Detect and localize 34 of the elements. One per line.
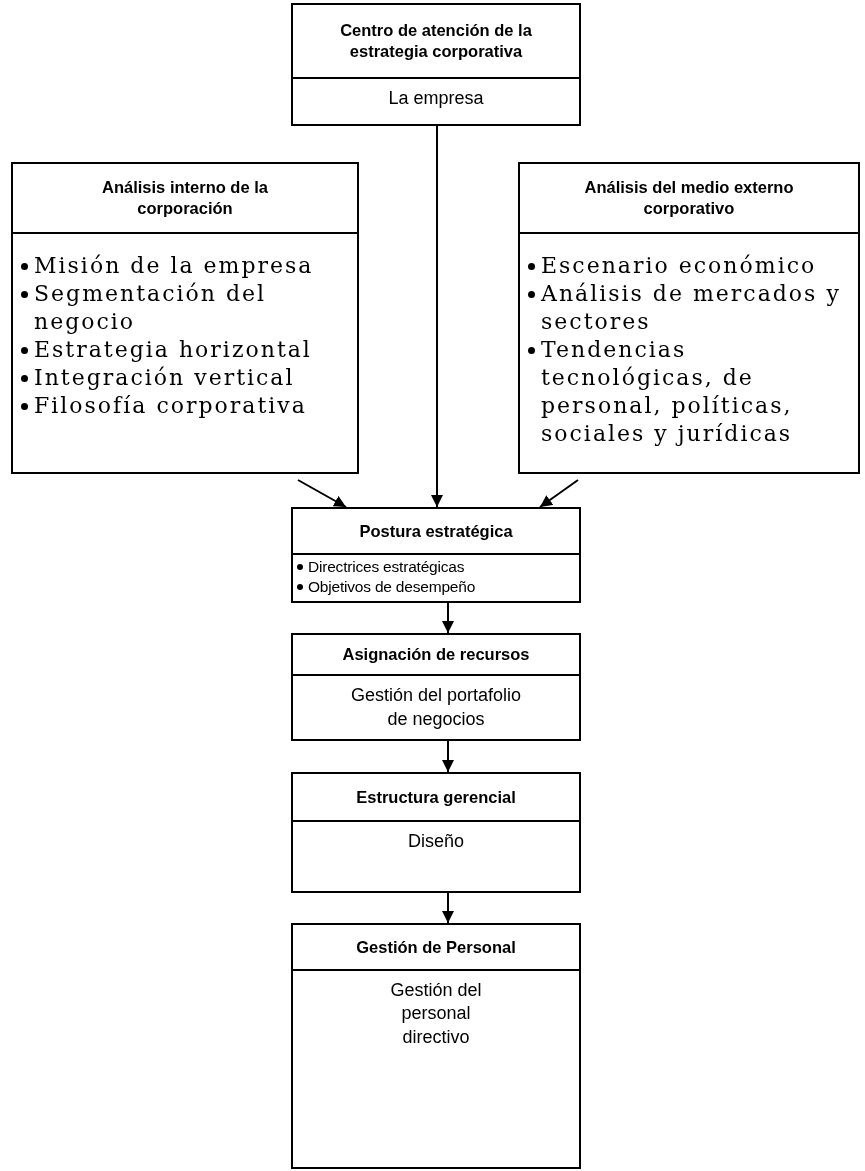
box-heading: Asignación de recursos xyxy=(342,644,530,665)
process-box xyxy=(291,507,581,603)
bullet-item: Objetivos de desempeño xyxy=(308,577,476,597)
box-text: Diseño xyxy=(407,830,465,853)
arrow xyxy=(431,125,443,508)
bullet-item: Segmentación del negocio xyxy=(34,280,268,336)
bullet-item: Tendencias tecnológicas, de personal, políticas, sociales y jurídicas xyxy=(541,336,794,448)
arrow xyxy=(442,602,454,634)
box-heading: Análisis interno de la corporación xyxy=(101,177,269,219)
bullet-item: Estrategia horizontal xyxy=(34,336,312,364)
bullet-item: Escenario económico xyxy=(541,252,817,280)
bullet-item: Misión de la empresa xyxy=(34,252,314,280)
process-box xyxy=(291,633,581,741)
bullet-item: Filosofía corporativa xyxy=(34,392,307,420)
bullet-item: Análisis de mercados y sectores xyxy=(541,280,842,336)
box-heading: Análisis del medio externo corporativo xyxy=(583,177,795,219)
arrow xyxy=(442,740,454,773)
bullet-item: Integración vertical xyxy=(34,364,295,392)
bullet-item: Directrices estratégicas xyxy=(308,557,465,577)
arrow xyxy=(297,479,347,508)
process-box xyxy=(518,162,860,474)
process-box xyxy=(291,772,581,893)
arrow xyxy=(442,892,454,924)
arrow xyxy=(539,479,579,508)
box-heading: Postura estratégica xyxy=(359,520,513,542)
box-text: La empresa xyxy=(387,87,485,110)
process-box xyxy=(11,162,359,474)
box-heading: Estructura gerencial xyxy=(356,786,516,808)
box-text: Gestión del personal directivo xyxy=(389,979,483,1049)
box-text: Gestión del portafolio de negocios xyxy=(349,684,523,731)
process-box xyxy=(291,923,581,1169)
box-heading: Gestión de Personal xyxy=(356,936,516,958)
process-box xyxy=(291,3,581,126)
box-heading: Centro de atención de la estrategia corporativa xyxy=(339,20,533,62)
